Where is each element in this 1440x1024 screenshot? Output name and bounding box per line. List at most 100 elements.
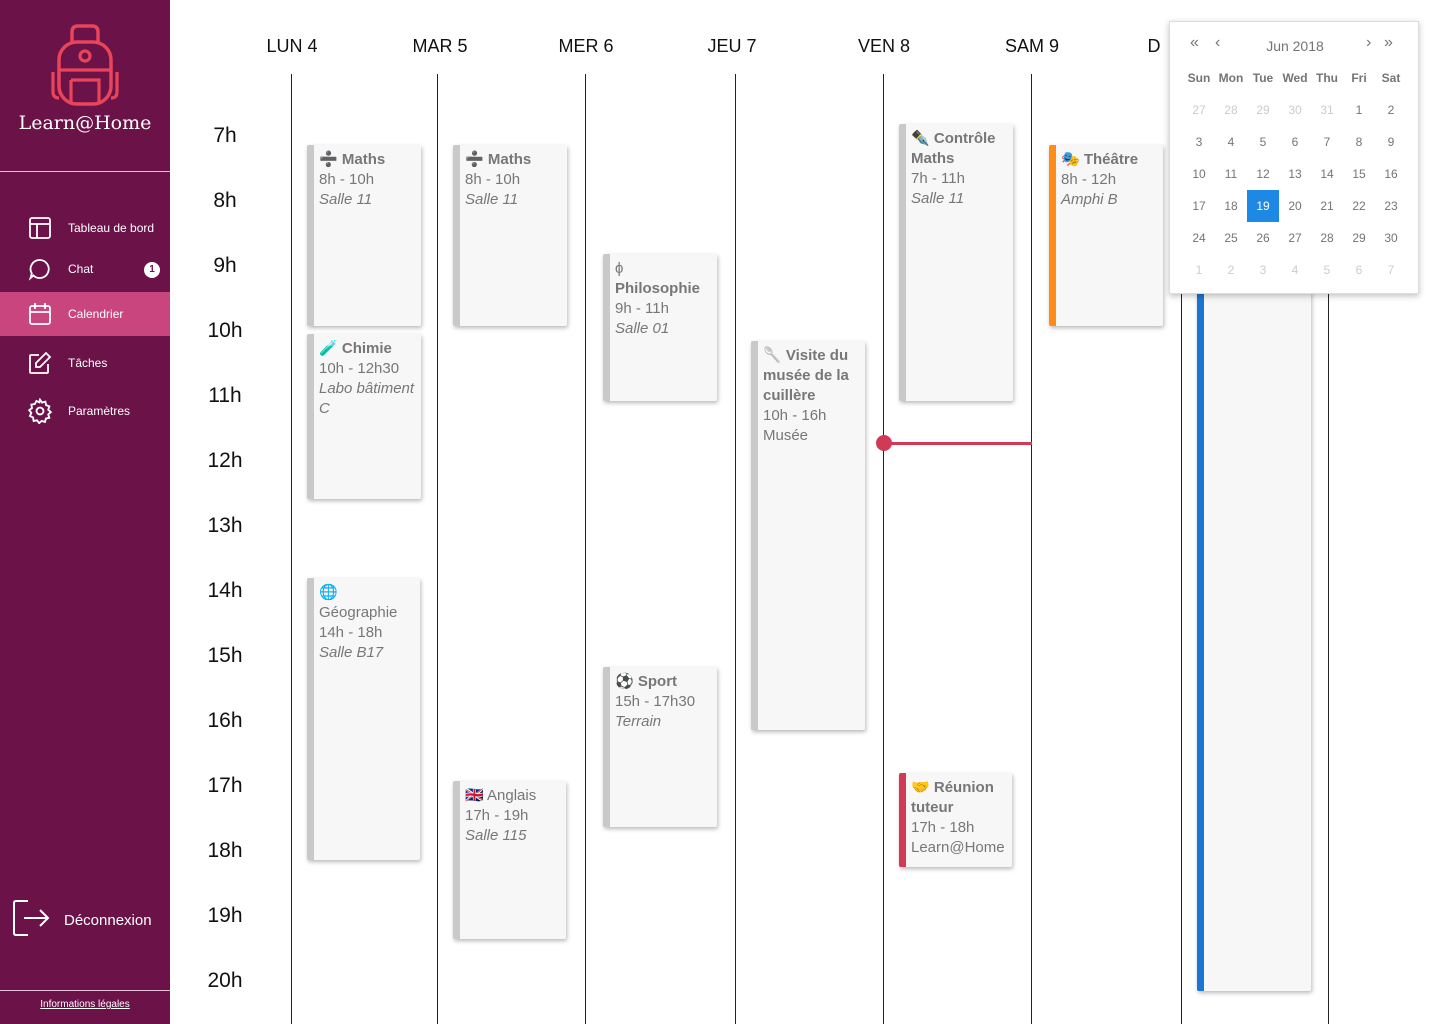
hour-label: 9h bbox=[213, 254, 237, 277]
logo[interactable]: Learn@Home bbox=[0, 22, 170, 134]
brand-name: Learn@Home bbox=[18, 112, 152, 134]
day-cell[interactable]: 20 bbox=[1288, 199, 1302, 213]
sidebar-item-label: Chat bbox=[68, 262, 94, 276]
day-cell[interactable]: 29 bbox=[1352, 231, 1366, 245]
event-title: Géographie bbox=[319, 604, 398, 621]
sidebar-item-settings[interactable]: Paramètres bbox=[0, 389, 170, 433]
backpack-icon bbox=[51, 24, 119, 106]
day-cell[interactable]: 28 bbox=[1320, 231, 1334, 245]
hour-label: 8h bbox=[213, 189, 237, 212]
day-cell[interactable]: 4 bbox=[1227, 135, 1235, 149]
day-cell[interactable]: 11 bbox=[1224, 167, 1238, 181]
day-cell[interactable]: 1 bbox=[1355, 103, 1363, 117]
day-cell[interactable]: 31 bbox=[1320, 103, 1334, 117]
day-cell[interactable]: 13 bbox=[1288, 167, 1302, 181]
prev-year-button[interactable]: « bbox=[1190, 34, 1199, 51]
sidebar-item-label: Calendrier bbox=[68, 307, 124, 321]
day-cell[interactable]: 21 bbox=[1320, 199, 1334, 213]
event-card[interactable]: 🥄 Visite du musée de la cuillère 10h - 1… bbox=[751, 341, 865, 730]
event-location: Salle 01 bbox=[615, 320, 670, 337]
day-cell[interactable]: 8 bbox=[1355, 135, 1363, 149]
day-cell[interactable]: 27 bbox=[1288, 231, 1302, 245]
event-time: 17h - 19h bbox=[465, 807, 529, 824]
uk-flag-icon: 🇬🇧 bbox=[465, 787, 484, 804]
day-cell[interactable]: 29 bbox=[1256, 103, 1270, 117]
day-cell[interactable]: 5 bbox=[1323, 263, 1331, 277]
weekday-label: Sat bbox=[1381, 71, 1401, 85]
weekday-label: Thu bbox=[1316, 71, 1338, 85]
day-cell[interactable]: 14 bbox=[1320, 167, 1334, 181]
sidebar-item-dashboard[interactable]: Tableau de bord bbox=[0, 206, 170, 250]
legal-link[interactable]: Informations légales bbox=[40, 999, 130, 1010]
day-column-divider bbox=[291, 74, 292, 1024]
calendar-icon bbox=[27, 301, 53, 327]
day-cell[interactable]: 3 bbox=[1259, 263, 1267, 277]
day-column-divider bbox=[585, 74, 586, 1024]
day-cell[interactable]: 3 bbox=[1195, 135, 1203, 149]
event-card[interactable]: 🎭 Théâtre 8h - 12h Amphi B bbox=[1049, 145, 1163, 326]
event-card[interactable]: ✒️ Contrôle Maths 7h - 11h Salle 11 bbox=[899, 124, 1013, 401]
weekday-label: Tue bbox=[1252, 71, 1274, 85]
hour-label: 14h bbox=[207, 579, 243, 602]
next-month-button[interactable]: › bbox=[1366, 34, 1372, 51]
event-card[interactable]: ϕ Philosophie 9h - 11h Salle 01 bbox=[603, 254, 717, 401]
day-cell[interactable]: 28 bbox=[1224, 103, 1238, 117]
day-cell[interactable]: 18 bbox=[1224, 199, 1238, 213]
event-card[interactable]: ⚽ Sport 15h - 17h30 Terrain bbox=[603, 667, 717, 827]
month-label[interactable]: Jun 2018 bbox=[1266, 38, 1324, 54]
event-location: Salle 11 bbox=[465, 191, 519, 208]
test-tube-icon: 🧪 bbox=[319, 340, 338, 357]
next-year-button[interactable]: » bbox=[1384, 34, 1393, 51]
hour-label: 18h bbox=[207, 839, 243, 862]
divide-icon: ➗ bbox=[465, 151, 484, 168]
day-cell[interactable]: 9 bbox=[1387, 135, 1395, 149]
day-cell[interactable]: 22 bbox=[1352, 199, 1366, 213]
day-cell[interactable]: 26 bbox=[1256, 231, 1270, 245]
event-card[interactable]: 🌐 Géographie 14h - 18h Salle B17 bbox=[307, 578, 420, 860]
event-card[interactable]: 🤝 Réunion tuteur 17h - 18h Learn@Home bbox=[899, 773, 1012, 867]
event-card[interactable]: 🇬🇧 Anglais 17h - 19h Salle 115 bbox=[453, 781, 566, 939]
event-card[interactable]: ➗ Maths 8h - 10h Salle 11 bbox=[307, 145, 421, 326]
sidebar-item-label: Tableau de bord bbox=[68, 221, 155, 235]
day-cell[interactable]: 2 bbox=[1387, 103, 1395, 117]
event-card[interactable]: 🧪 Chimie 10h - 12h30 Labo bâtiment C bbox=[307, 334, 421, 499]
day-column-divider bbox=[1328, 74, 1329, 1024]
day-cell[interactable]: 17 bbox=[1192, 199, 1206, 213]
day-cell[interactable]: 25 bbox=[1224, 231, 1238, 245]
day-cell[interactable]: 24 bbox=[1192, 231, 1206, 245]
day-cell[interactable]: 4 bbox=[1291, 263, 1299, 277]
day-cell[interactable]: 5 bbox=[1259, 135, 1267, 149]
sidebar-item-tasks[interactable]: Tâches bbox=[0, 341, 170, 385]
day-column-divider bbox=[1181, 74, 1182, 1024]
sidebar-item-label: Tâches bbox=[68, 356, 108, 370]
day-cell[interactable]: 16 bbox=[1384, 167, 1398, 181]
day-cell[interactable]: 23 bbox=[1384, 199, 1398, 213]
sidebar-item-chat[interactable]: Chat 1 bbox=[0, 247, 170, 291]
day-cell[interactable]: 2 bbox=[1227, 263, 1235, 277]
event-time: 17h - 18h bbox=[911, 819, 975, 836]
day-cell[interactable]: 6 bbox=[1355, 263, 1363, 277]
day-cell[interactable]: 7 bbox=[1323, 135, 1331, 149]
day-cell[interactable]: 30 bbox=[1384, 231, 1398, 245]
hour-label: 7h bbox=[213, 124, 237, 147]
day-cell[interactable]: 27 bbox=[1192, 103, 1206, 117]
event-card[interactable] bbox=[1197, 290, 1311, 991]
sidebar-item-calendar[interactable]: Calendrier bbox=[0, 292, 170, 336]
logout-button[interactable]: Déconnexion bbox=[12, 898, 152, 943]
prev-month-button[interactable]: ‹ bbox=[1215, 34, 1221, 51]
selected-day[interactable]: 19 bbox=[1247, 190, 1279, 222]
weekday-label: Sun bbox=[1187, 71, 1211, 85]
event-card[interactable]: ➗ Maths 8h - 10h Salle 11 bbox=[453, 145, 567, 326]
day-cell[interactable]: 15 bbox=[1352, 167, 1366, 181]
event-time: 8h - 10h bbox=[319, 171, 375, 188]
day-cell[interactable]: 10 bbox=[1192, 167, 1206, 181]
day-cell[interactable]: 7 bbox=[1387, 263, 1395, 277]
event-time: 14h - 18h bbox=[319, 624, 383, 641]
event-title: Maths bbox=[341, 151, 386, 168]
day-cell[interactable]: 30 bbox=[1288, 103, 1302, 117]
day-cell[interactable]: 1 bbox=[1195, 263, 1203, 277]
day-cell[interactable]: 6 bbox=[1291, 135, 1299, 149]
day-header: JEU 7 bbox=[707, 36, 757, 56]
day-cell[interactable]: 12 bbox=[1256, 167, 1270, 181]
logout-label: Déconnexion bbox=[64, 912, 152, 929]
